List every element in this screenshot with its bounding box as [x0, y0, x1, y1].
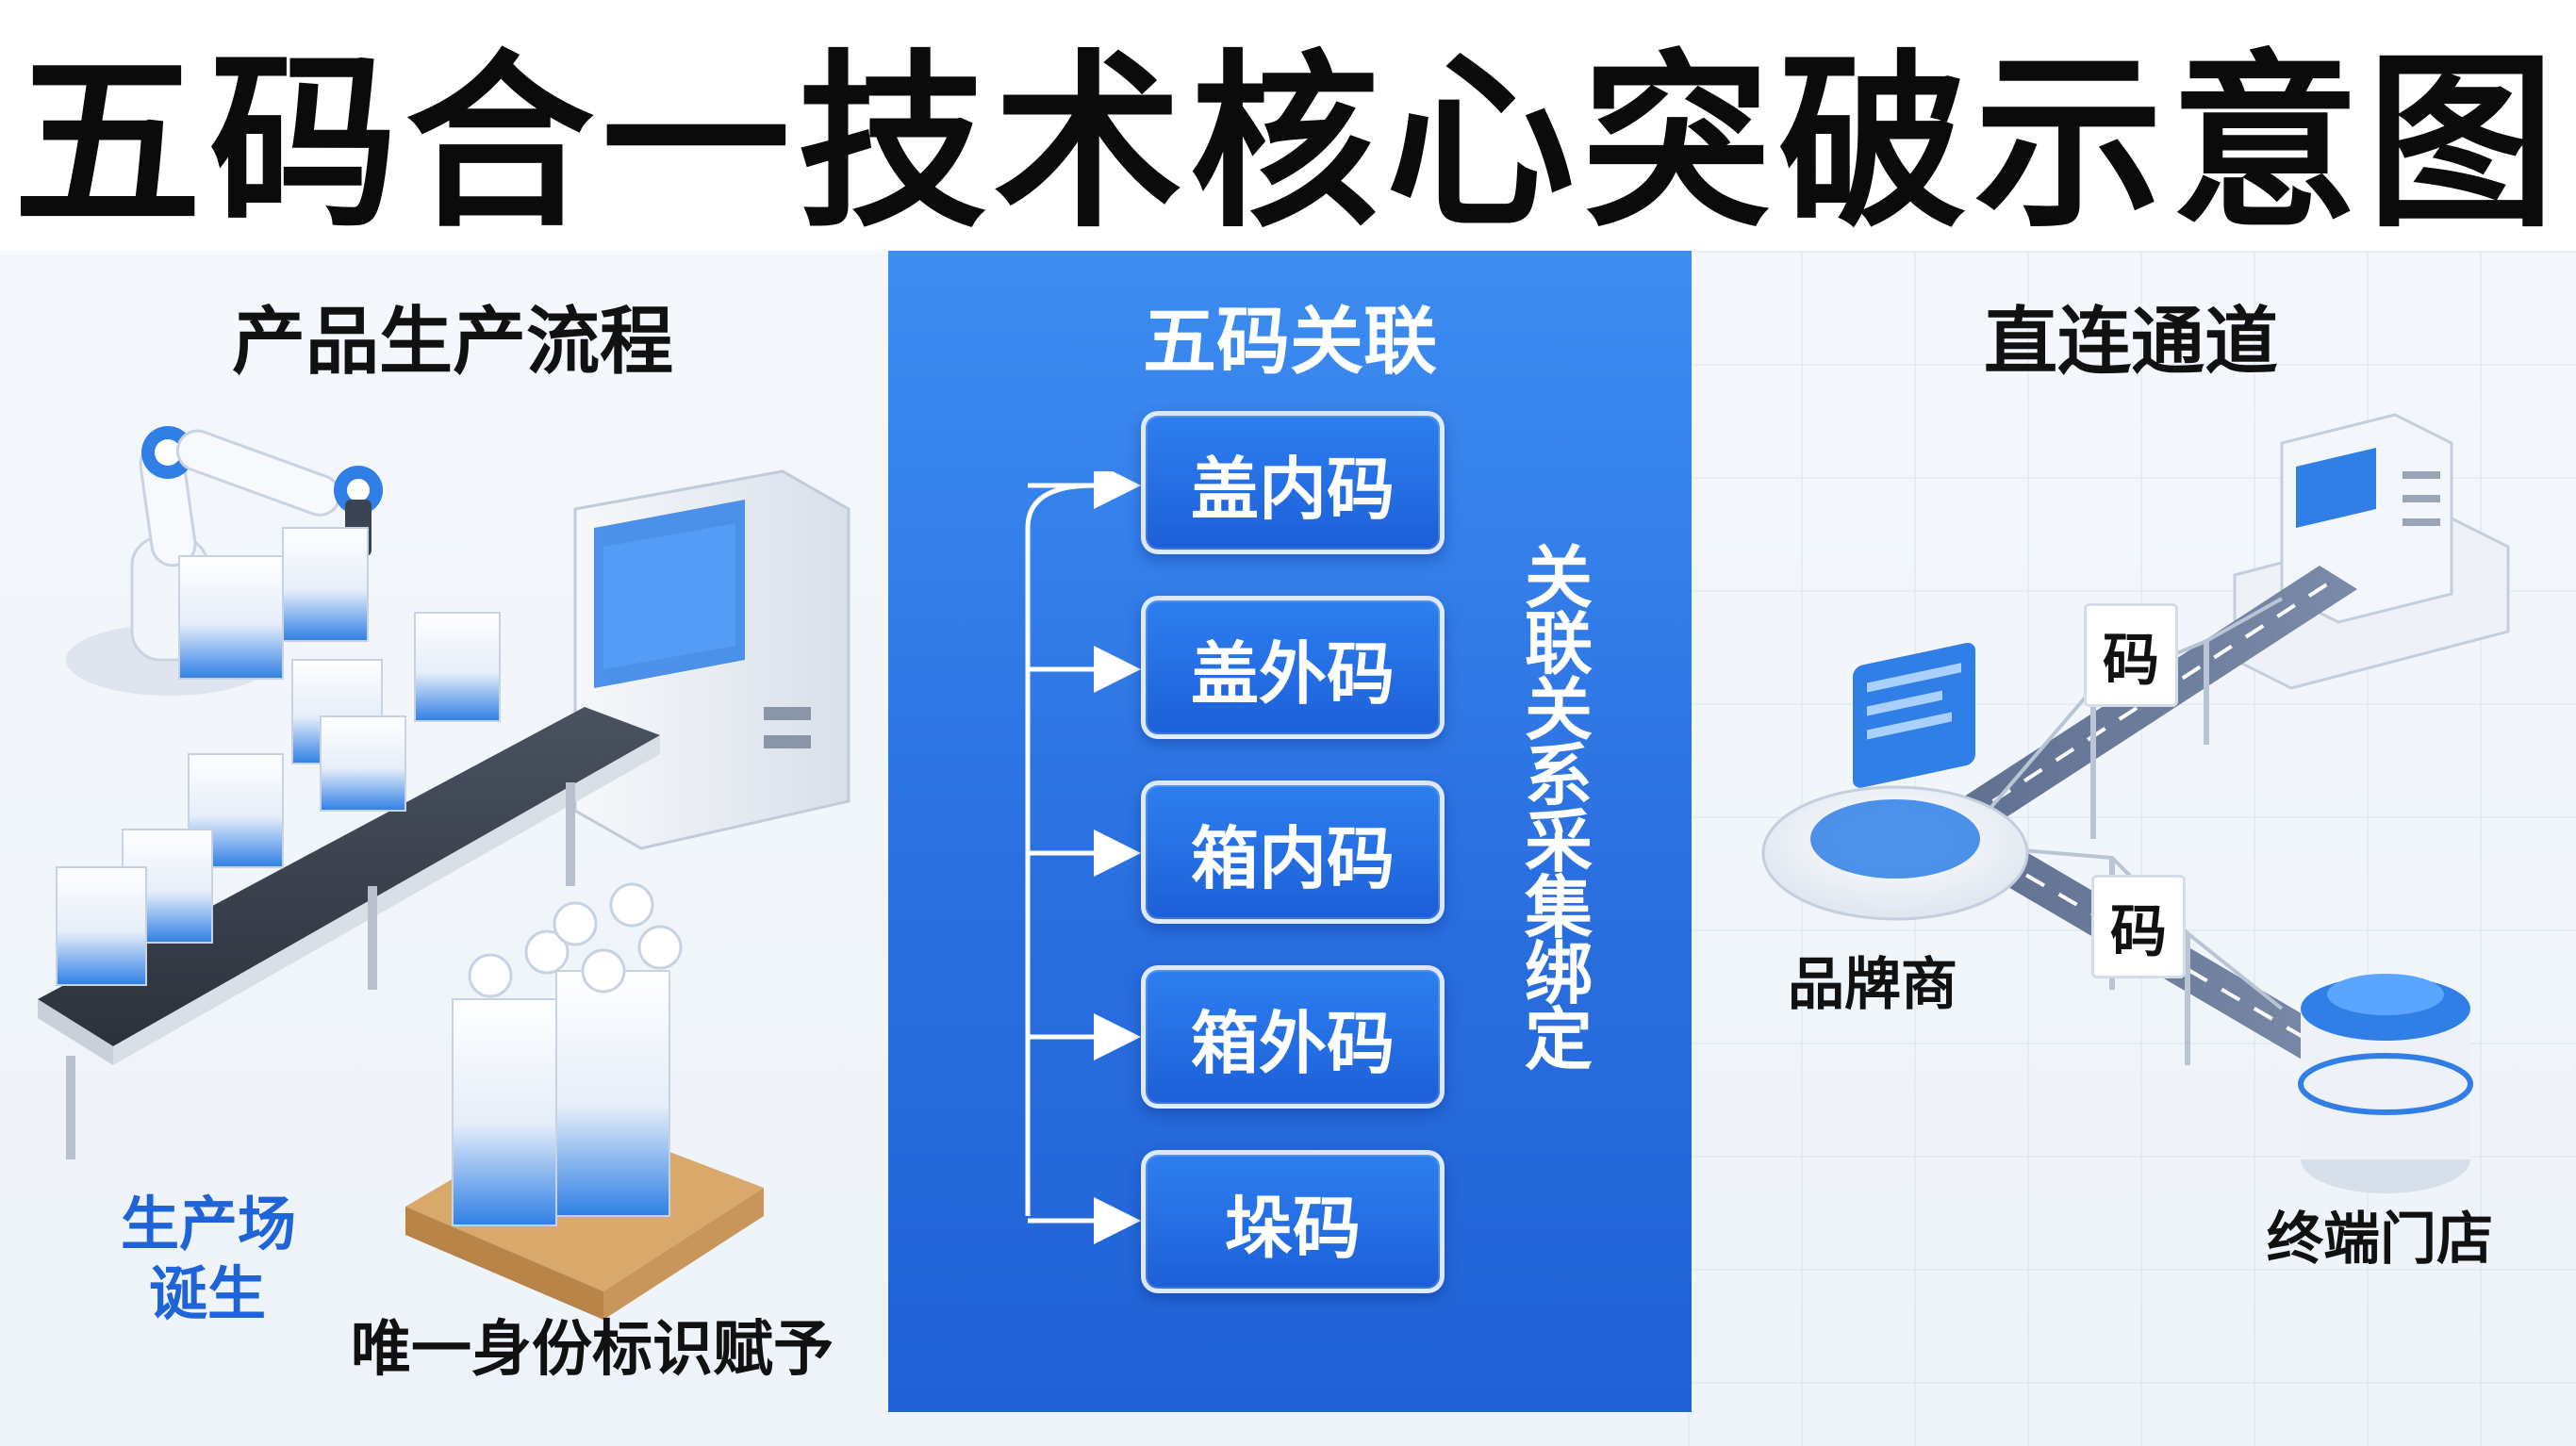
- left-heading: 产品生产流程: [231, 300, 673, 385]
- factory-label-line1: 生产场: [121, 1190, 297, 1258]
- brand-terminal: [1761, 642, 2029, 921]
- store-database: [2298, 974, 2473, 1193]
- code-box-case-inner: 箱内码: [1141, 781, 1445, 924]
- factory-label-line2: 诞生: [149, 1259, 267, 1328]
- right-heading: 直连通道: [1983, 300, 2278, 385]
- product-boxes: [56, 527, 501, 986]
- brand-label: 品牌商: [1788, 952, 1957, 1018]
- code-box-cap-inner: 盖内码: [1141, 411, 1445, 554]
- production-line-illustration: [38, 426, 850, 1320]
- page-title: 五码合一技术核心突破示意图: [12, 34, 2563, 254]
- connector-arrows: [1025, 471, 1141, 1244]
- code-box-case-outer: 箱外码: [1141, 965, 1445, 1109]
- association-label: 关联关系采集绑定: [1524, 538, 1593, 1079]
- code-box-cap-outer: 盖外码: [1141, 596, 1445, 739]
- scanning-machine: [573, 469, 850, 850]
- pallet-with-cases: [405, 882, 764, 1320]
- store-label: 终端门店: [2267, 1207, 2493, 1273]
- server-building: [2233, 413, 2510, 690]
- bridge-code-upper: 码: [2084, 603, 2178, 707]
- identity-label: 唯一身份标识赋予: [351, 1315, 834, 1385]
- middle-heading: 五码关联: [1142, 300, 1437, 385]
- conveyor-belt: [38, 707, 660, 1159]
- direct-channel-illustration: [1761, 413, 2510, 1193]
- bridge-code-lower: 码: [2091, 875, 2186, 978]
- code-box-pallet: 垛码: [1141, 1150, 1445, 1293]
